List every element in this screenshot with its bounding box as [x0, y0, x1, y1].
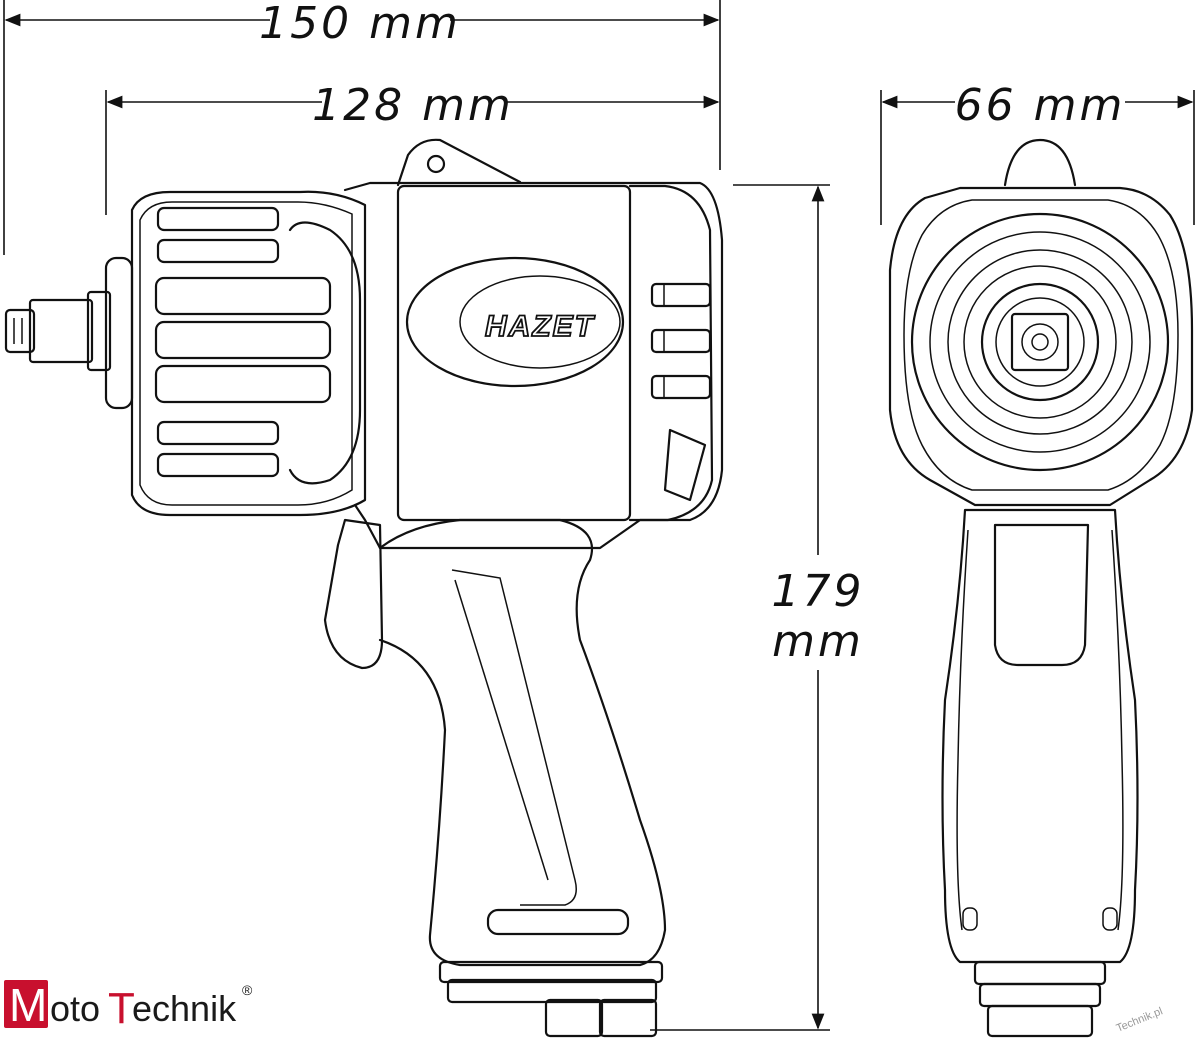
motor-housing: HAZET: [343, 181, 724, 550]
dimension-150mm-label: 150 mm: [259, 0, 461, 49]
dimension-179-unit: mm: [772, 616, 864, 667]
brand-logo: HAZET: [485, 310, 596, 343]
trigger: [323, 518, 384, 670]
handle: [378, 518, 667, 967]
dimension-128mm: 128 mm: [105, 80, 720, 215]
logo-m: M: [9, 979, 47, 1031]
square-drive-anvil: [4, 290, 112, 372]
front-concentric-rings: [910, 212, 1170, 472]
logo-echnik: echnik: [132, 988, 237, 1029]
front-view: [888, 138, 1194, 1038]
hammer-case: [130, 190, 367, 517]
front-body-outline: [888, 186, 1194, 507]
hanger-eyelet: [396, 138, 522, 187]
corner-watermark-text: Technik.pl: [1115, 1005, 1165, 1034]
dimension-128mm-label: 128 mm: [312, 80, 514, 131]
dimension-66mm-label: 66 mm: [955, 80, 1126, 131]
front-handle: [941, 508, 1139, 964]
dimension-66mm: 66 mm: [880, 80, 1195, 225]
logo-badge: [4, 980, 48, 1028]
logo-t: T: [108, 984, 135, 1033]
side-view: HAZET: [4, 138, 724, 1038]
logo-registered: ®: [242, 982, 253, 998]
dimension-150mm: 150 mm: [3, 0, 721, 255]
dimension-179mm: 179 mm: [650, 184, 865, 1031]
air-inlet: [438, 960, 664, 1038]
front-air-inlet: [973, 960, 1107, 1038]
logo-oto: oto: [50, 988, 100, 1029]
front-hanger: [1003, 138, 1077, 187]
mototechnik-logo: M oto T echnik ®: [4, 979, 253, 1033]
dimension-179-value: 179: [772, 566, 865, 617]
corner-watermark: Technik.pl: [1115, 1005, 1165, 1034]
